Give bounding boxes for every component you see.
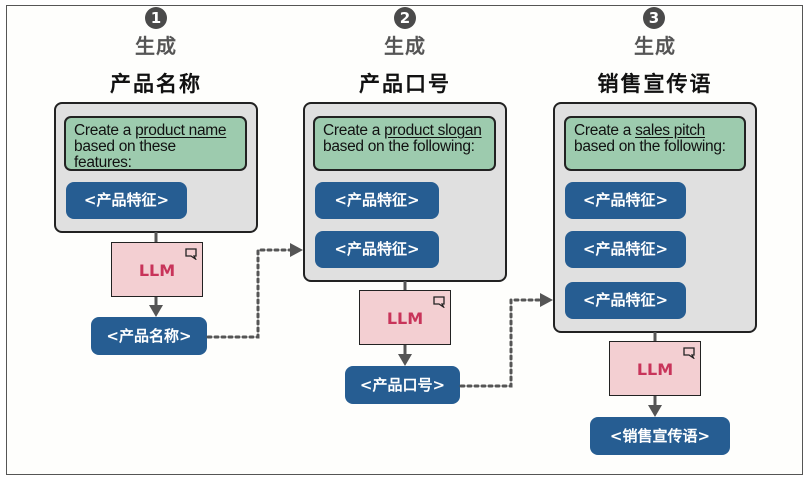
llm-label: LLM (138, 261, 176, 280)
llm-label: LLM (636, 360, 674, 379)
prompt-prefix: Create a (323, 122, 385, 139)
prompt-highlight: product name (135, 122, 227, 139)
step-2-title: 产品口号 (359, 72, 451, 96)
dotted-connector-1-to-2 (206, 248, 292, 339)
chat-bubble-icon (185, 248, 197, 260)
step-2-input-pill: <产品特征> (315, 182, 439, 219)
step-3-input-pill: <产品特征> (565, 282, 686, 319)
chat-bubble-icon (683, 347, 695, 359)
down-arrow-icon (149, 305, 163, 317)
prompt-prefix: Create a (74, 122, 136, 139)
step-1-output-pill: <产品名称> (91, 317, 207, 355)
step-3-input-pill: <产品特征> (565, 231, 686, 268)
step-2-input-pill: <产品特征> (315, 231, 439, 268)
step-2-llm-box: LLM (359, 290, 451, 345)
step-3-output-pill: <销售宣传语> (590, 417, 730, 455)
llm-label: LLM (386, 309, 424, 328)
chat-bubble-icon (433, 296, 445, 308)
step-3-verb: 生成 (634, 34, 676, 58)
down-arrow-icon (398, 354, 412, 366)
prompt-highlight: sales pitch (635, 122, 705, 139)
step-1-verb: 生成 (135, 34, 177, 58)
right-arrow-icon (540, 293, 553, 307)
prompt-highlight: product slogan (384, 122, 482, 139)
step-2-number-icon: 2 (394, 7, 416, 29)
step-1-number-icon: 1 (145, 7, 167, 29)
step-1-prompt-text: Create a product name based on these fea… (64, 116, 247, 171)
step-3-number-icon: 3 (643, 7, 665, 29)
prompt-line2: based on these features: (74, 138, 176, 171)
prompt-line2: based on the following: (574, 138, 726, 155)
step-1-llm-box: LLM (111, 242, 203, 297)
step-1-input-pill: <产品特征> (66, 182, 187, 219)
step-2-prompt-text: Create a product slogan based on the fol… (313, 116, 496, 171)
step-3-prompt-text: Create a sales pitch based on the follow… (564, 116, 746, 171)
step-2-verb: 生成 (384, 34, 426, 58)
step-3-title: 销售宣传语 (597, 72, 713, 96)
step-1-title: 产品名称 (110, 72, 202, 96)
step-3-llm-box: LLM (609, 341, 701, 396)
dotted-connector-2-to-3 (459, 298, 543, 388)
right-arrow-icon (290, 243, 303, 257)
step-2-output-pill: <产品口号> (345, 366, 460, 404)
down-arrow-icon (648, 405, 662, 417)
step-3-input-pill: <产品特征> (565, 182, 686, 219)
prompt-prefix: Create a (574, 122, 636, 139)
prompt-line2: based on the following: (323, 138, 475, 155)
